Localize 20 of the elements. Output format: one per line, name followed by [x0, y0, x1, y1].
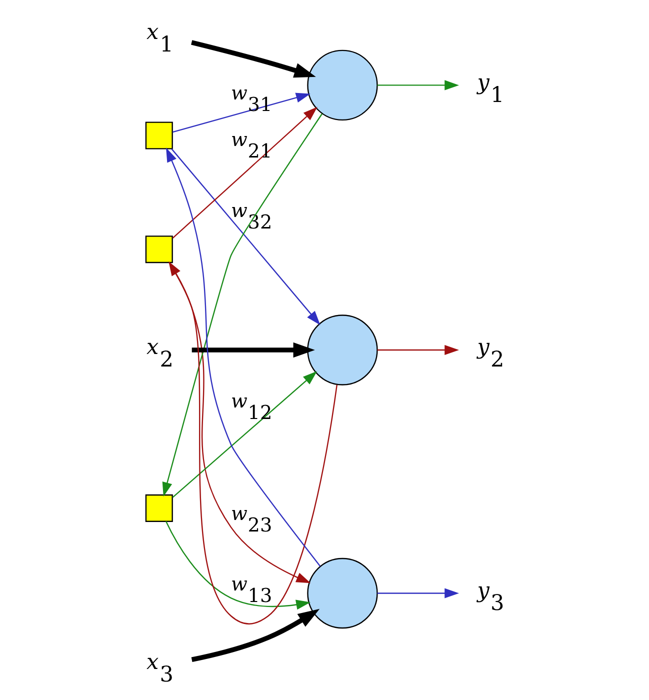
arrow — [377, 80, 459, 90]
arrow — [172, 106, 318, 238]
arrow — [377, 344, 459, 356]
arrow — [377, 588, 459, 598]
node-circle — [307, 314, 378, 386]
arrow — [192, 342, 315, 358]
node-circle — [307, 558, 378, 629]
arrow — [172, 92, 310, 133]
node-box — [145, 494, 173, 522]
arrow — [162, 113, 323, 497]
arrow — [171, 148, 320, 326]
node-box — [145, 236, 173, 264]
arrow — [165, 521, 311, 610]
arrow — [191, 40, 316, 78]
arrow — [172, 371, 318, 498]
node-circle — [307, 50, 378, 121]
arrow — [191, 608, 320, 662]
arrow — [166, 148, 321, 567]
arrow — [168, 261, 338, 624]
node-box — [145, 122, 173, 150]
